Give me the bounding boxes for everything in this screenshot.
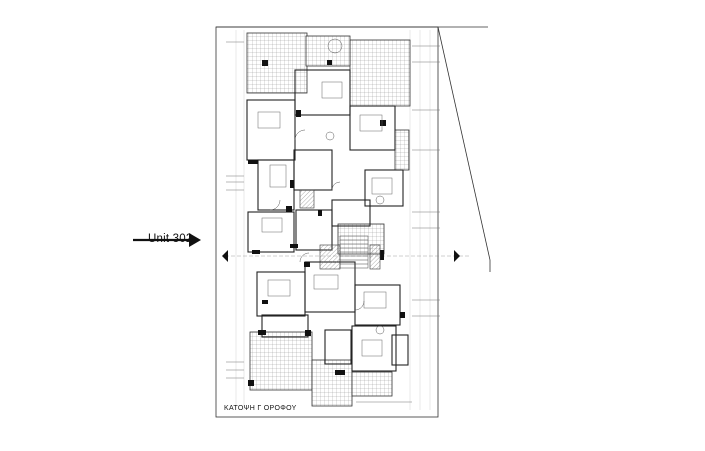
door-swings: [269, 38, 385, 335]
furniture: [257, 81, 393, 357]
annotation-marks: [226, 41, 440, 403]
balcony-tiles: [246, 32, 411, 407]
drawing-frame: [215, 26, 491, 418]
stairs: [339, 235, 369, 269]
arrow-right-icon: [133, 233, 201, 247]
plan-title: ΚΑΤΟΨΗ Γ ΟΡΟΦΟΥ: [224, 405, 297, 412]
room-walls: [246, 69, 409, 372]
columns: [248, 60, 405, 386]
unit-label: Unit 302: [148, 233, 193, 245]
core-hatch: [299, 189, 381, 270]
section-triangle-icon: [222, 250, 460, 262]
